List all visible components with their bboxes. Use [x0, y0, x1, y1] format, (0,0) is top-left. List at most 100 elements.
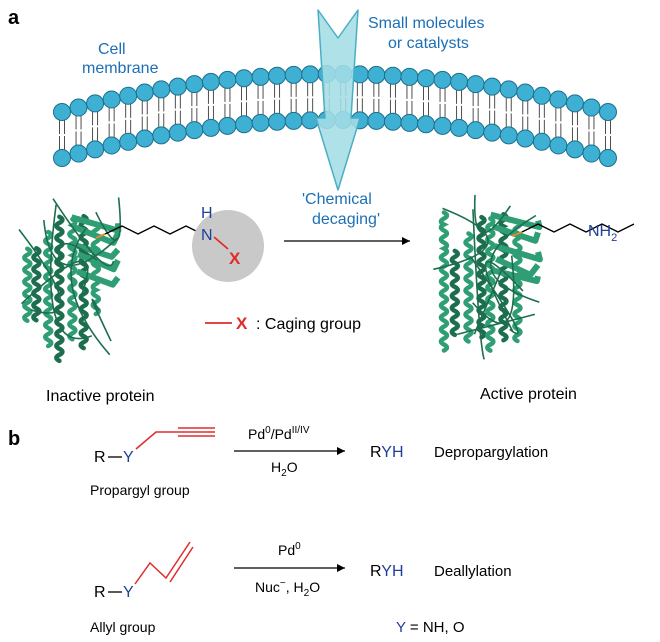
lipid-head [119, 86, 138, 105]
protein-helix [67, 217, 78, 342]
free-amine: NH2 [588, 223, 617, 244]
protein-loop [473, 194, 511, 234]
lipid-head [218, 70, 237, 89]
inactive-protein-label: Inactive protein [46, 388, 155, 405]
cage-circle [192, 210, 264, 282]
row2-y-atom: Y [123, 584, 134, 601]
lipid-head [69, 144, 88, 163]
row1-reagent-above: Pd0/PdII/IV [248, 425, 310, 442]
lipid-head [251, 113, 270, 132]
lipid-head [69, 98, 88, 117]
protein-loop [20, 260, 89, 305]
lipid-head [168, 123, 187, 142]
lipid-head [102, 136, 121, 155]
active-protein-structure [433, 194, 543, 360]
protein-helix [476, 214, 487, 340]
lipid-head [185, 75, 204, 94]
lipid-head [499, 80, 518, 99]
deallylation-label: Deallylation [434, 563, 512, 580]
lipid-head [450, 72, 469, 91]
row1-reagent-below: H2O [271, 459, 298, 479]
lipid-head [466, 75, 485, 94]
allyl-chain [134, 541, 191, 585]
protein-loop [469, 255, 519, 335]
protein-loop [18, 228, 62, 314]
lipid-head [599, 149, 617, 167]
lipid-head [549, 90, 568, 109]
lipid-head [483, 123, 502, 142]
protein-sheet [491, 223, 541, 244]
lipid-head [417, 69, 435, 88]
protein-loop [91, 298, 112, 342]
protein-loop [472, 255, 515, 324]
membrane-crossing-arrow [315, 9, 361, 191]
protein-loop [433, 207, 489, 271]
lipid-head [201, 72, 220, 91]
protein-sheet [70, 214, 122, 234]
row2-reagent-below: Nuc−, H2O [255, 578, 320, 599]
propargyl-group-label: Propargyl group [90, 482, 190, 498]
lipid-head [119, 132, 138, 151]
protein-helix [512, 218, 523, 344]
protein-loop [456, 313, 536, 336]
lipid-head [383, 66, 402, 85]
lipid-head [565, 140, 584, 159]
active-protein-label: Active protein [480, 386, 577, 403]
protein-helix [31, 245, 42, 323]
lipid-head [532, 86, 551, 105]
depropargylation-label: Depropargylation [434, 444, 548, 461]
protein-loop [52, 198, 115, 267]
lipid-head [433, 116, 452, 135]
lipid-head [251, 67, 270, 86]
lipid-head [301, 65, 320, 84]
protein-helix [54, 214, 65, 364]
lipid-head [135, 83, 154, 102]
lipid-head [268, 66, 287, 85]
n-x-bond [213, 236, 229, 250]
row1-y-atom: Y [123, 449, 134, 466]
protein-helix [438, 210, 450, 353]
lipid-head [466, 121, 485, 140]
lysine-side-chain-free [521, 223, 635, 233]
row2-r-atom: R [94, 584, 106, 601]
lipid-head [218, 116, 237, 135]
lysine-side-chain-caged [104, 225, 201, 235]
lipid-head [400, 113, 419, 132]
lipid-head [450, 118, 469, 137]
lipid-head [235, 115, 253, 134]
lipid-head [499, 126, 518, 145]
amine-h-atom: H [201, 205, 213, 222]
row2-product: RYH [370, 563, 404, 580]
row1-arrowhead [337, 447, 345, 455]
lipid-head [86, 94, 105, 113]
membrane-label-line2: membrane [82, 60, 159, 77]
lipid-head [201, 118, 220, 137]
lipid-head [53, 149, 71, 167]
lipid-head [516, 83, 535, 102]
protein-loop [490, 214, 540, 303]
lipid-head [53, 103, 71, 121]
lipid-head [400, 67, 419, 86]
protein-helix [22, 246, 33, 324]
protein-loop [473, 267, 504, 335]
protein-helix [43, 229, 54, 349]
row1-product: RYH [370, 444, 404, 461]
panel-a-label: a [8, 7, 20, 29]
side-chain-bond-stub-right [511, 231, 523, 237]
panel-b-label: b [8, 428, 20, 450]
protein-loop [484, 260, 524, 332]
protein-helix [463, 231, 474, 344]
lipid-head [268, 112, 287, 131]
lipid-head [367, 65, 386, 84]
protein-loop [95, 197, 122, 241]
propargyl-chain [135, 431, 178, 450]
allyl-group-label: Allyl group [90, 619, 156, 635]
protein-helix [498, 212, 509, 343]
row2-arrowhead [337, 564, 345, 572]
allyl-double-bond [169, 546, 194, 583]
molecules-label-line2: or catalysts [388, 35, 469, 52]
row2-reagent-above: Pd0 [278, 541, 301, 558]
lipid-head [284, 65, 303, 84]
protein-sheet [495, 256, 541, 278]
